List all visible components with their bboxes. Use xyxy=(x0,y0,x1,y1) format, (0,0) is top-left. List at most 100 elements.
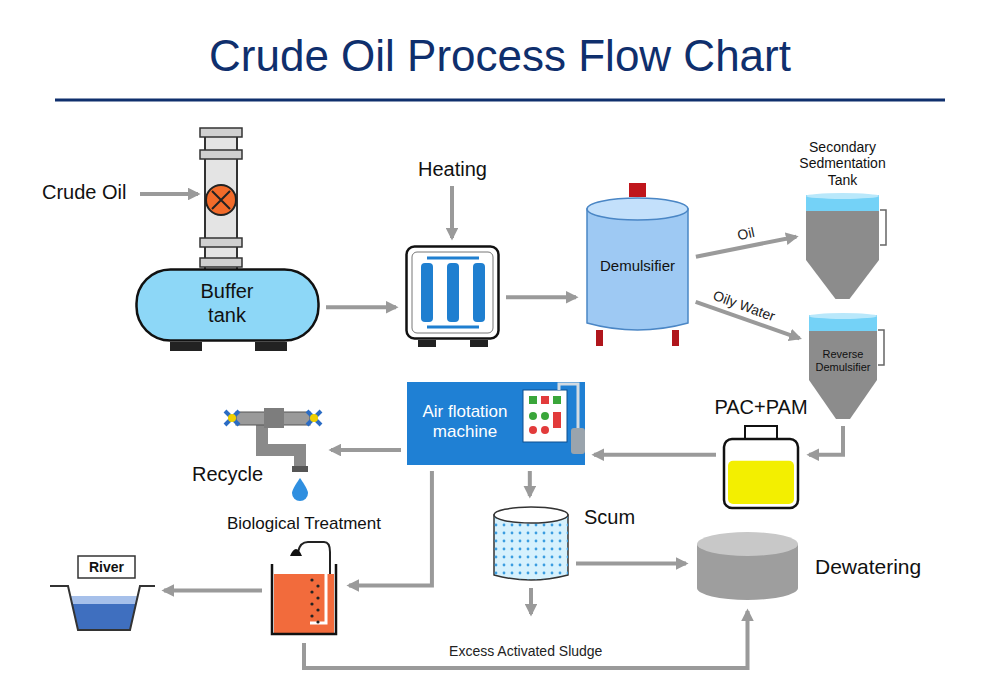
node-label: River xyxy=(78,556,135,578)
river: River xyxy=(50,556,155,634)
cyl-part xyxy=(587,198,688,220)
sedimentation-tank: Secondary Sedmentation Tank xyxy=(805,195,880,300)
flot-part xyxy=(529,396,537,404)
beaker-part xyxy=(316,584,319,587)
node-label: Scum xyxy=(584,505,635,529)
edge-label: Oil xyxy=(733,223,759,244)
flow-arrow xyxy=(809,426,843,455)
tank-cap xyxy=(629,183,646,197)
cyl-part xyxy=(587,209,688,330)
heater-foot xyxy=(470,340,488,347)
bio-reactor: Biological Treatment xyxy=(268,540,340,637)
beaker-part xyxy=(272,564,336,634)
hopper-part xyxy=(809,313,877,319)
pipe-band xyxy=(200,238,242,247)
dewater-shape xyxy=(695,530,800,602)
tap-part xyxy=(228,414,236,422)
beaker-part xyxy=(310,578,313,581)
flot-part xyxy=(523,390,567,442)
beaker-part xyxy=(316,620,319,623)
pipe-band xyxy=(200,258,242,267)
flot-part xyxy=(407,382,585,465)
tank-foot xyxy=(255,342,287,351)
tank-bracket xyxy=(878,330,884,365)
flotation-machine: Air flotation machine xyxy=(407,382,585,465)
buffer-part xyxy=(137,270,319,341)
beaker-part xyxy=(310,602,313,605)
scum-part xyxy=(494,515,568,580)
flow-arrow xyxy=(528,471,532,496)
node-label: Heating xyxy=(385,157,520,181)
demulsifier-tank: Demulsifier xyxy=(585,195,690,335)
tap-part xyxy=(292,466,308,472)
bottle-part xyxy=(724,439,798,508)
tap-part xyxy=(225,411,239,425)
tap-part xyxy=(262,425,300,468)
reverse-demulsifier-tank: Reverse Demulsifier xyxy=(808,315,878,420)
beaker-part xyxy=(316,608,319,611)
flot-part xyxy=(571,428,585,454)
valve-cross xyxy=(212,191,230,209)
heater-shape xyxy=(405,245,500,340)
valve xyxy=(206,185,236,215)
flow-arrow xyxy=(594,453,716,457)
tank-leg xyxy=(672,330,679,346)
title-rule xyxy=(55,99,945,102)
tap-part xyxy=(310,414,318,422)
heater-part xyxy=(427,258,479,327)
scum-shape xyxy=(492,505,570,583)
node-label: Dewatering xyxy=(815,554,921,579)
flow-arrow xyxy=(331,448,401,452)
node-label: Air flotation machine xyxy=(411,402,519,443)
node-label: Buffer tank xyxy=(182,279,272,327)
hopper-shape xyxy=(805,195,880,300)
tap-shape xyxy=(222,398,322,503)
node-label: Reverse Demulsifier xyxy=(808,348,878,374)
hopper-part xyxy=(809,315,877,419)
edge-label: Excess Activated Sludge xyxy=(446,643,605,660)
buffer-tank: Buffer tank xyxy=(135,268,320,342)
tap-part xyxy=(292,478,308,501)
tank-foot xyxy=(170,342,202,351)
heat-exchanger: Heating xyxy=(405,245,500,340)
hopper-part xyxy=(806,195,879,299)
heater-part xyxy=(447,263,459,322)
beaker-part xyxy=(310,590,313,593)
scum-part xyxy=(494,515,568,580)
scum-tank: Scum xyxy=(492,505,570,583)
heater-part xyxy=(421,263,433,322)
node-label: Demulsifier xyxy=(589,257,686,275)
flow-arrow xyxy=(304,611,748,668)
chemical-bottle: PAC+PAM xyxy=(722,425,800,510)
recycle-tap: Recycle xyxy=(222,398,322,503)
node-label: Recycle xyxy=(192,462,263,486)
scum-part xyxy=(494,507,568,523)
heater-part xyxy=(407,247,499,339)
beaker-part xyxy=(310,614,313,617)
tap-part xyxy=(307,411,321,425)
hopper-part xyxy=(806,193,879,199)
heat-arrow xyxy=(450,186,454,238)
pipe-band xyxy=(200,128,242,137)
bottle-shape xyxy=(722,425,800,510)
heater-part xyxy=(473,263,485,322)
chart-title: Crude Oil Process Flow Chart xyxy=(0,30,1000,83)
river-part xyxy=(50,586,155,630)
flot-part xyxy=(541,426,549,434)
input-label: Crude Oil xyxy=(42,181,126,204)
tank-bracket xyxy=(880,210,886,245)
flot-part xyxy=(553,412,561,428)
beaker-shape xyxy=(268,540,340,637)
dewatering-unit: Dewatering xyxy=(695,530,800,602)
bottle-part xyxy=(728,461,794,504)
inflow-arrow xyxy=(140,192,198,196)
heater-part xyxy=(412,252,493,333)
river-part xyxy=(78,556,135,578)
flow-arrow xyxy=(576,562,686,566)
flot-part xyxy=(529,412,537,420)
beaker-part xyxy=(310,570,326,623)
flot-part xyxy=(541,396,549,404)
pipe-band xyxy=(200,150,242,159)
